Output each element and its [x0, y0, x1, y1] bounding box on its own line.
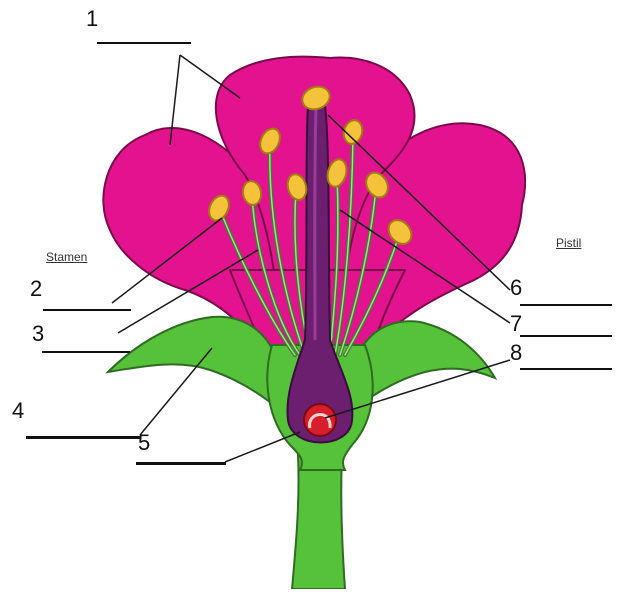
label-1: 1 — [86, 8, 98, 30]
answer-blank-2[interactable] — [43, 309, 131, 311]
label-2: 2 — [30, 278, 42, 300]
stamen-word: Stamen — [46, 251, 87, 263]
ovule-outer — [304, 404, 336, 436]
leader-5 — [225, 432, 300, 462]
answer-blank-6[interactable] — [520, 304, 612, 306]
answer-blank-5[interactable] — [136, 462, 226, 465]
pistil-style-highlight — [315, 110, 316, 340]
label-4: 4 — [12, 400, 24, 422]
answer-blank-1[interactable] — [97, 42, 191, 44]
label-8: 8 — [510, 342, 522, 364]
answer-blank-7[interactable] — [520, 335, 612, 337]
label-6: 6 — [510, 277, 522, 299]
label-3: 3 — [32, 323, 44, 345]
answer-blank-3[interactable] — [42, 351, 130, 353]
sepal-left — [108, 317, 280, 410]
pistil-word: Pistil — [556, 237, 581, 249]
stem — [292, 455, 345, 589]
answer-blank-8[interactable] — [520, 368, 612, 370]
label-7: 7 — [510, 313, 522, 335]
sepal-right — [352, 321, 495, 410]
answer-blank-4[interactable] — [26, 436, 140, 439]
